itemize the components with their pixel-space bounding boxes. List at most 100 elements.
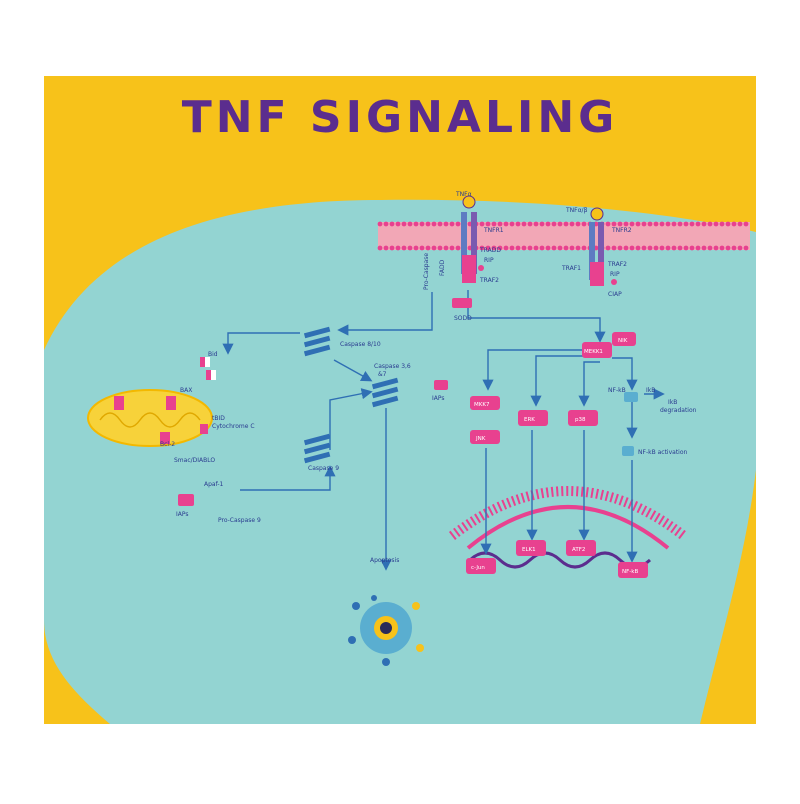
membrane-head	[647, 221, 653, 227]
label-traf1: TRAF1	[561, 265, 581, 272]
label-mkk7: MKK7	[474, 402, 490, 408]
membrane-head	[617, 245, 623, 251]
label-bcl: Bcl-2	[160, 441, 175, 448]
label-rip: RIP	[484, 257, 494, 264]
membrane-head	[629, 221, 635, 227]
membrane-head	[647, 245, 653, 251]
nfkb-cyto-box	[624, 392, 638, 402]
nuclear-membrane	[448, 486, 688, 550]
membrane-head	[737, 221, 743, 227]
label-sodd: SODD	[454, 315, 472, 322]
sodd-box	[452, 298, 472, 308]
membrane-head	[605, 221, 611, 227]
rip2-dot	[611, 279, 617, 285]
membrane-head	[623, 245, 629, 251]
membrane-head	[545, 245, 551, 251]
membrane-head	[395, 245, 401, 251]
label-nfkb-cyto: NF-kB	[608, 387, 626, 394]
membrane-head	[563, 221, 569, 227]
label-tnfr2: TNFR2	[611, 227, 632, 234]
tnfr2-receptor	[589, 207, 604, 286]
membrane-head	[527, 245, 533, 251]
apoptotic-cell	[348, 595, 424, 666]
label-nfkb-activation: NF-kB activation	[638, 449, 688, 456]
membrane-head	[497, 221, 503, 227]
label-nik: NIK	[618, 338, 628, 344]
label-apoptosis: Apoptosis	[370, 557, 399, 564]
label-traf2b: TRAF2	[607, 261, 627, 268]
membrane-head	[443, 221, 449, 227]
atf2-box	[566, 540, 596, 556]
membrane-head	[701, 245, 707, 251]
membrane-head	[737, 245, 743, 251]
iaps2-box	[178, 494, 194, 506]
p38-box	[568, 410, 598, 426]
membrane-head	[719, 221, 725, 227]
membrane-head	[551, 221, 557, 227]
erk-box	[518, 410, 548, 426]
nfkb-nuc-box	[618, 562, 648, 578]
label-bid: Bid	[208, 351, 218, 358]
membrane-head	[479, 221, 485, 227]
membrane-head	[677, 221, 683, 227]
label-atf2: ATF2	[572, 547, 585, 553]
membrane-head	[455, 245, 461, 251]
label-caspase-3-6-7: Caspase 3,6	[374, 363, 411, 370]
membrane-head	[515, 245, 521, 251]
elk1-box	[516, 540, 546, 556]
membrane-head	[713, 245, 719, 251]
membrane-head	[401, 221, 407, 227]
label-jnk: JNK	[475, 436, 486, 442]
pathway-arrows	[222, 290, 665, 571]
membrane-head	[605, 245, 611, 251]
rip-dot	[478, 265, 484, 271]
label-ikb-deg2: degradation	[660, 407, 697, 414]
caspase-8-10-glyph	[303, 326, 331, 357]
membrane-head	[653, 221, 659, 227]
label-erk: ERK	[524, 417, 535, 423]
label-rip2: RIP	[610, 271, 620, 278]
label-tnfr1: TNFR1	[483, 227, 504, 234]
label-tbid: tBID	[212, 415, 225, 422]
label-fadd: FADD	[439, 259, 446, 276]
bcl-family-pins	[114, 357, 216, 444]
label-ikb-deg1: IkB	[668, 399, 677, 406]
membrane-head	[665, 245, 671, 251]
membrane-head	[725, 221, 731, 227]
iap-box	[434, 380, 448, 390]
membrane-head	[689, 221, 695, 227]
membrane-head	[533, 245, 539, 251]
membrane-head	[581, 245, 587, 251]
membrane-head	[557, 245, 563, 251]
membrane-head	[389, 221, 395, 227]
membrane-head	[521, 221, 527, 227]
membrane-head	[497, 245, 503, 251]
label-tnfb: TNFα/β	[565, 207, 588, 214]
nfkb-act-box	[622, 446, 634, 456]
membrane-head	[431, 245, 437, 251]
membrane-head	[671, 245, 677, 251]
membrane-head	[383, 245, 389, 251]
membrane-head	[425, 221, 431, 227]
protein-boxes	[178, 265, 648, 578]
membrane-head	[485, 221, 491, 227]
membrane-head	[671, 221, 677, 227]
membrane-head	[557, 221, 563, 227]
membrane-head	[581, 221, 587, 227]
dna-strand	[468, 551, 652, 569]
membrane-head	[551, 245, 557, 251]
membrane-head	[449, 245, 455, 251]
membrane-head	[575, 221, 581, 227]
membrane-head	[413, 221, 419, 227]
label-procaspase9: Pro-Caspase 9	[218, 517, 261, 524]
label-tnfa: TNFα	[455, 191, 472, 198]
membrane-head	[683, 245, 689, 251]
membrane-head	[665, 221, 671, 227]
cell-membrane	[377, 221, 750, 251]
caspase-9-glyph	[303, 433, 331, 464]
membrane-head	[641, 245, 647, 251]
label-caspase-8-10: Caspase 8/10	[340, 341, 381, 348]
membrane-head	[539, 221, 545, 227]
mkk7-box	[470, 396, 500, 410]
membrane-head	[677, 245, 683, 251]
